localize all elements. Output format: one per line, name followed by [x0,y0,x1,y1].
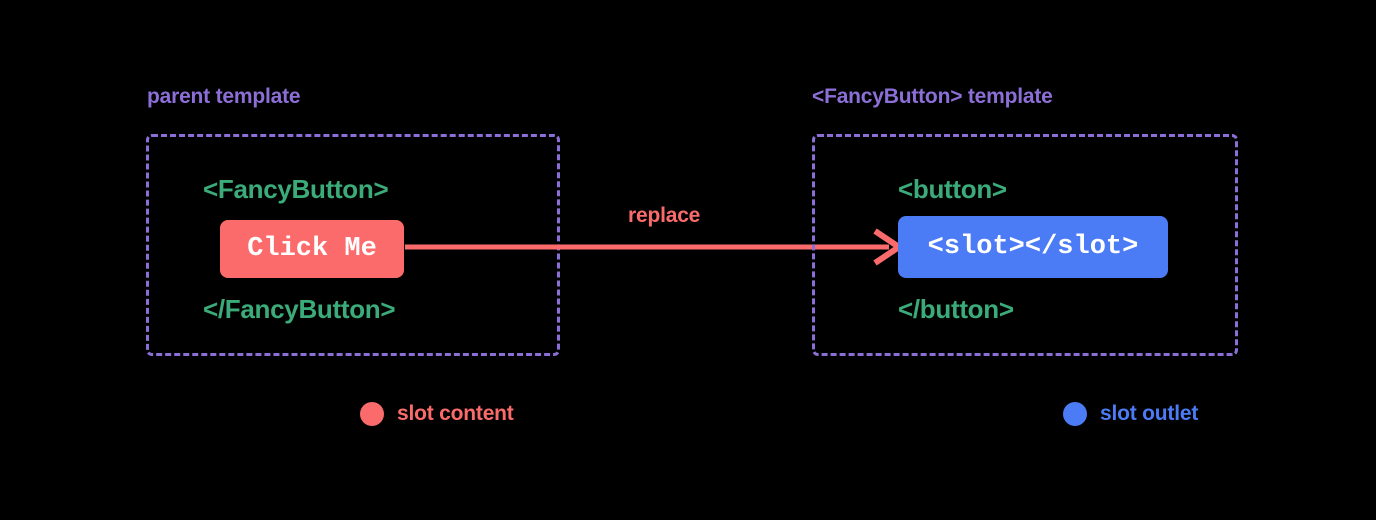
legend-label-slot-outlet: slot outlet [1100,402,1199,425]
code-open-tag-fancybutton: <FancyButton> [203,174,389,204]
panel-fancybutton-template [812,134,1238,356]
arrow-label-replace: replace [628,204,701,227]
legend-item-slot-outlet: slot outlet [1063,402,1198,426]
slot-content-chip[interactable]: Click Me [220,220,404,278]
legend-item-slot-content: slot content [360,402,514,426]
filled-circle-icon [360,402,384,426]
code-close-tag-fancybutton: </FancyButton> [203,294,396,324]
panel-title-fancybutton: <FancyButton> template [812,85,1053,108]
code-close-tag-button: </button> [898,294,1014,324]
panel-title-parent: parent template [147,85,301,108]
legend-label-slot-content: slot content [397,402,514,425]
code-open-tag-button: <button> [898,174,1007,204]
filled-circle-icon [1063,402,1087,426]
slot-outlet-chip[interactable]: <slot></slot> [898,216,1168,278]
